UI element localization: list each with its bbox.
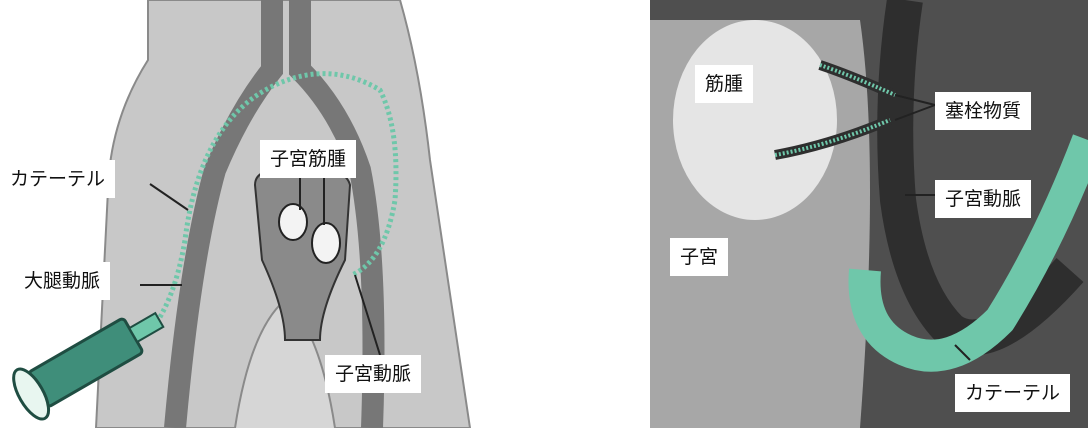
label-uterine-artery-right: 子宮動脈 — [935, 180, 1031, 218]
fibroid-mass — [673, 20, 837, 220]
label-catheter-left: カテーテル — [0, 160, 115, 198]
pelvis-drawing — [0, 0, 560, 428]
pelvis-illustration: カテーテル 大腿動脈 子宮筋腫 子宮動脈 — [0, 0, 560, 428]
label-uterus: 子宮 — [670, 238, 728, 276]
closeup-illustration: 筋腫 塞栓物質 子宮動脈 子宮 カテーテル — [650, 0, 1088, 428]
fibroid-2 — [312, 223, 340, 263]
label-uterine-artery-left: 子宮動脈 — [325, 355, 421, 393]
label-embolic-material: 塞栓物質 — [935, 92, 1031, 130]
label-catheter-right: カテーテル — [955, 374, 1070, 412]
label-femoral-artery: 大腿動脈 — [14, 262, 110, 300]
label-uterine-fibroid: 子宮筋腫 — [260, 140, 356, 178]
label-fibroid: 筋腫 — [695, 65, 753, 103]
fibroid-1 — [279, 204, 307, 240]
